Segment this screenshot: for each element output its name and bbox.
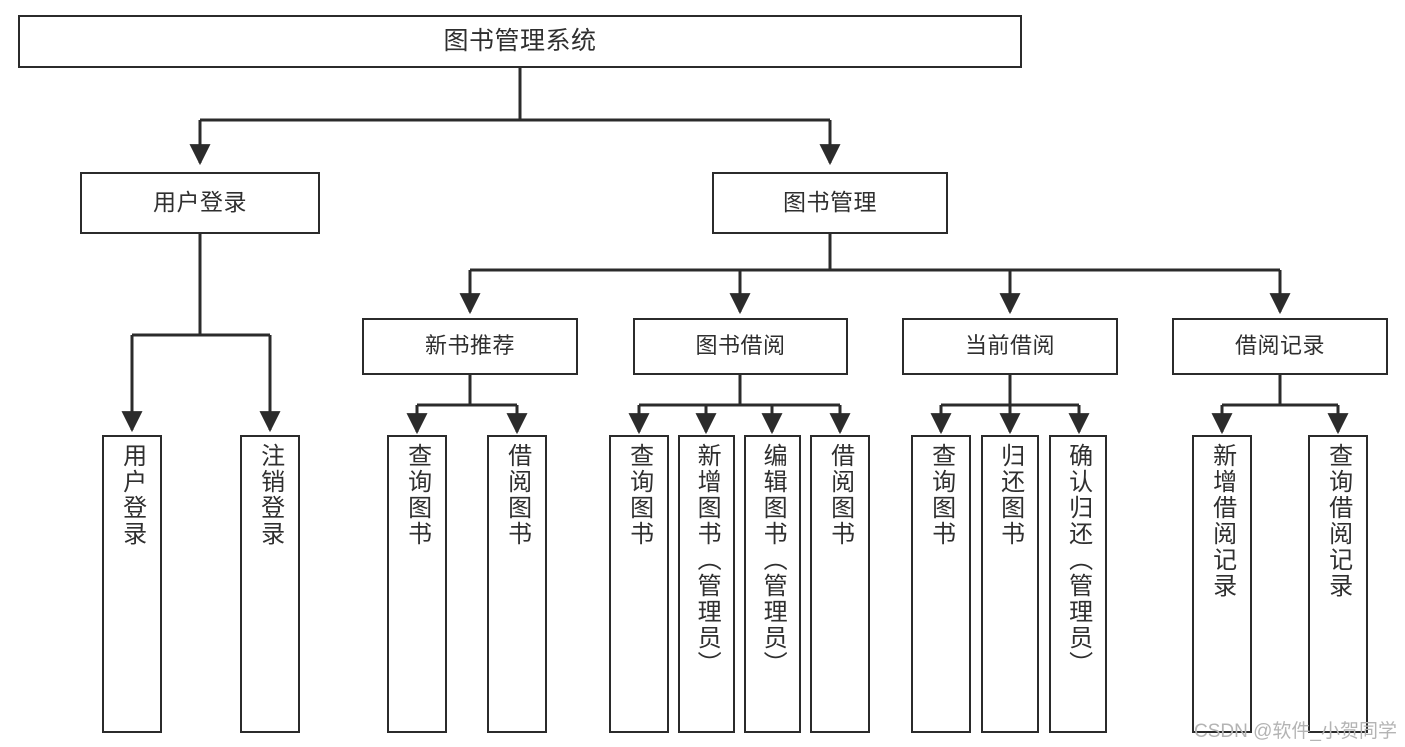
- node-label: 借阅图书: [503, 443, 531, 547]
- leaf-user-logout[interactable]: 注销登录: [240, 435, 300, 733]
- leaf-borrow-add-book-admin[interactable]: 新增图书（管理员）: [678, 435, 735, 733]
- node-label: 图书借阅: [695, 333, 786, 359]
- node-label: 当前借阅: [964, 333, 1055, 359]
- node-borrow-record[interactable]: 借阅记录: [1172, 318, 1388, 375]
- node-label: 新增图书（管理员）: [693, 443, 721, 677]
- node-label: 用户登录: [118, 443, 146, 547]
- leaf-current-query-book[interactable]: 查询图书: [911, 435, 971, 733]
- node-user-login[interactable]: 用户登录: [80, 172, 320, 234]
- node-label: 查询图书: [403, 443, 431, 547]
- node-book-management[interactable]: 图书管理: [712, 172, 948, 234]
- node-label: 图书管理系统: [443, 26, 597, 55]
- node-label: 新书推荐: [424, 333, 515, 359]
- node-label: 查询图书: [927, 443, 955, 547]
- node-current-borrow[interactable]: 当前借阅: [902, 318, 1118, 375]
- node-label: 确认归还（管理员）: [1064, 443, 1092, 677]
- node-label: 新增借阅记录: [1208, 443, 1236, 599]
- leaf-recommend-query-book[interactable]: 查询图书: [387, 435, 447, 733]
- node-label: 借阅记录: [1234, 333, 1325, 359]
- leaf-record-query-record[interactable]: 查询借阅记录: [1308, 435, 1368, 733]
- leaf-record-add-record[interactable]: 新增借阅记录: [1192, 435, 1252, 733]
- leaf-borrow-borrow-book[interactable]: 借阅图书: [810, 435, 870, 733]
- node-label: 查询借阅记录: [1324, 443, 1352, 599]
- node-label: 注销登录: [256, 443, 284, 547]
- node-label: 图书管理: [783, 189, 877, 216]
- node-book-borrow[interactable]: 图书借阅: [633, 318, 848, 375]
- leaf-recommend-borrow-book[interactable]: 借阅图书: [487, 435, 547, 733]
- leaf-current-confirm-return-admin[interactable]: 确认归还（管理员）: [1049, 435, 1107, 733]
- node-label: 归还图书: [996, 443, 1024, 547]
- leaf-borrow-edit-book-admin[interactable]: 编辑图书（管理员）: [744, 435, 801, 733]
- node-root-system[interactable]: 图书管理系统: [18, 15, 1022, 68]
- node-label: 查询图书: [625, 443, 653, 547]
- leaf-current-return-book[interactable]: 归还图书: [981, 435, 1039, 733]
- node-label: 编辑图书（管理员）: [759, 443, 787, 677]
- node-label: 用户登录: [153, 189, 247, 216]
- node-label: 借阅图书: [826, 443, 854, 547]
- csdn-watermark: CSDN @软件_小贺同学: [1194, 721, 1397, 742]
- leaf-user-login[interactable]: 用户登录: [102, 435, 162, 733]
- leaf-borrow-query-book[interactable]: 查询图书: [609, 435, 669, 733]
- node-new-book-recommend[interactable]: 新书推荐: [362, 318, 578, 375]
